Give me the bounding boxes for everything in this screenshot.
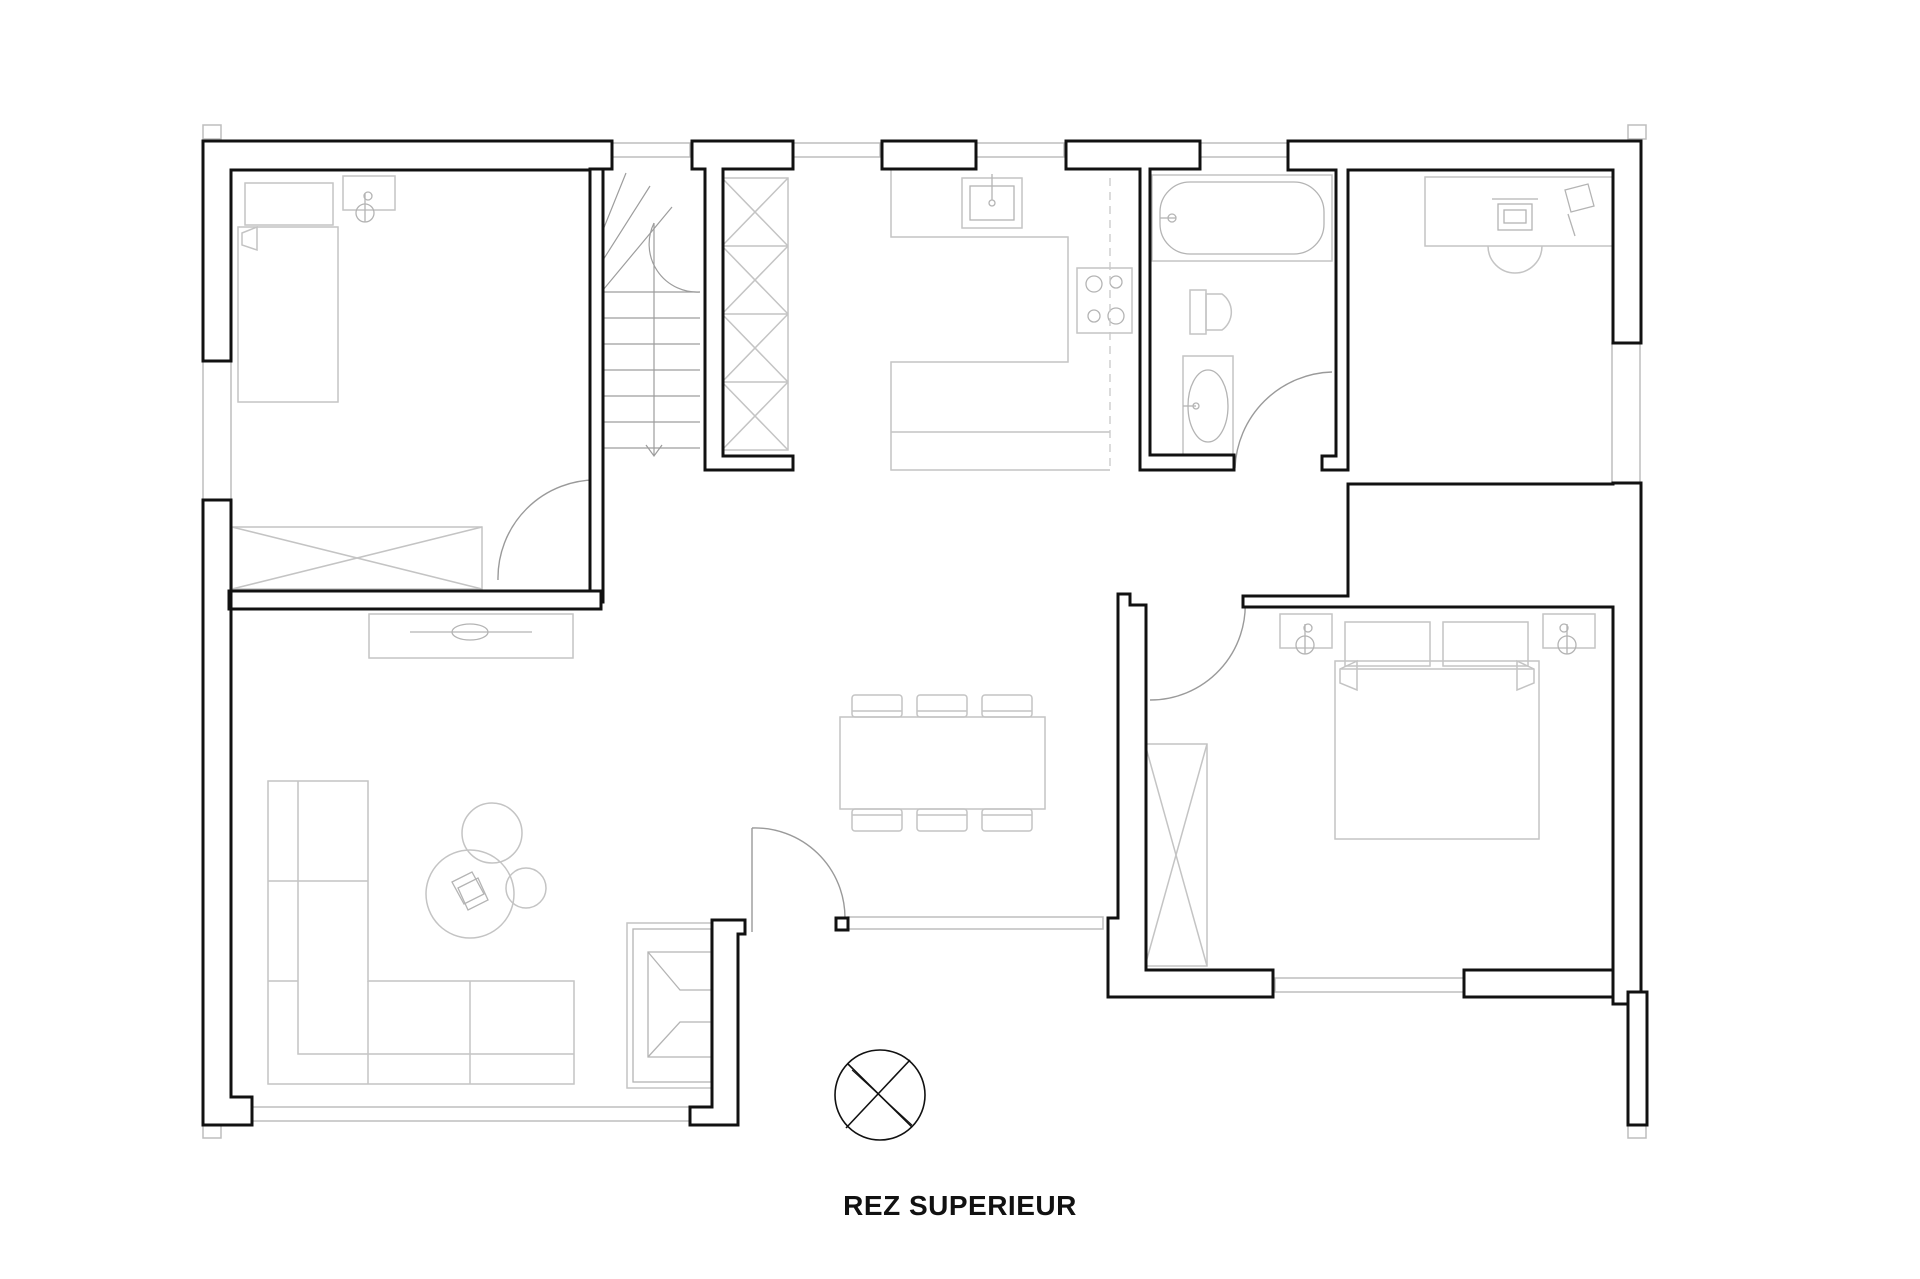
- window-left-bedroom: [202, 359, 232, 501]
- staircase: [602, 172, 701, 458]
- window-bottom-living: [249, 1106, 691, 1122]
- window-left-top-stub: [202, 124, 222, 140]
- wall-nw: [201, 139, 614, 363]
- walls: [201, 139, 1649, 1127]
- nightstand-right: [1542, 613, 1596, 649]
- storage-cabinet: [721, 177, 789, 451]
- dining-table: [839, 694, 1046, 832]
- plan-title: REZ SUPERIEUR: [843, 1190, 1077, 1221]
- wall-bath: [1064, 139, 1236, 472]
- window-top-kitchen-left: [789, 142, 881, 158]
- door-entrance: [751, 827, 846, 932]
- wall-bath-office: [1286, 139, 1643, 472]
- wall-top-kitchen: [880, 139, 978, 171]
- laptop-icon: [1492, 198, 1538, 231]
- door-main-bedroom: [1149, 597, 1246, 701]
- wall-main-bedroom: [1106, 592, 1275, 999]
- furniture: [231, 170, 1616, 1089]
- kitchen-counter: [890, 170, 1110, 471]
- wall-bedroom-living: [229, 589, 603, 611]
- compass-icon: [834, 1049, 926, 1141]
- window-bottom-bedroom: [1274, 977, 1466, 993]
- window-left-bottom-stub: [202, 1124, 222, 1139]
- nightstand-left: [1279, 613, 1333, 649]
- window-top-bath: [1199, 142, 1289, 158]
- window-top-kitchen-right: [975, 142, 1065, 158]
- wardrobe-main-bedroom: [1144, 743, 1208, 967]
- single-bed: [237, 182, 339, 403]
- coffee-table: [425, 802, 547, 939]
- wall-entrance-stub: [834, 916, 850, 932]
- wall-stair-west: [491, 167, 605, 604]
- wall-living-south: [688, 918, 747, 1127]
- double-bed: [1334, 621, 1540, 840]
- wall-office-bedroom: [1241, 481, 1643, 1006]
- wardrobe-bedroom-left: [231, 526, 483, 590]
- window-right-bottom-stub: [1627, 1124, 1647, 1139]
- cooktop: [1076, 267, 1133, 334]
- kitchen-sink: [961, 174, 1023, 229]
- nightstand: [342, 175, 396, 211]
- bath-vanity: [1182, 355, 1234, 457]
- window-right-top-stub: [1627, 124, 1647, 140]
- tv-console: [368, 613, 574, 659]
- window-top-stair: [609, 142, 691, 158]
- bathtub: [1151, 174, 1333, 262]
- book-icon: [1564, 183, 1595, 237]
- fireplace: [626, 922, 718, 1089]
- wall-main-bedroom-south: [1462, 968, 1615, 999]
- desk: [1424, 176, 1616, 274]
- door-bedroom-left: [497, 479, 599, 581]
- lamp-right-icon: [1557, 623, 1577, 655]
- lamp-left-icon: [1295, 623, 1315, 655]
- sofa: [267, 780, 575, 1085]
- door-bathroom: [1234, 371, 1333, 469]
- wall-east-lower: [1626, 990, 1649, 1127]
- wall-storage: [690, 139, 795, 472]
- toilet: [1189, 289, 1233, 335]
- lamp-icon: [355, 191, 375, 223]
- window-right-office: [1611, 342, 1641, 484]
- window-terrace-glass: [847, 916, 1104, 930]
